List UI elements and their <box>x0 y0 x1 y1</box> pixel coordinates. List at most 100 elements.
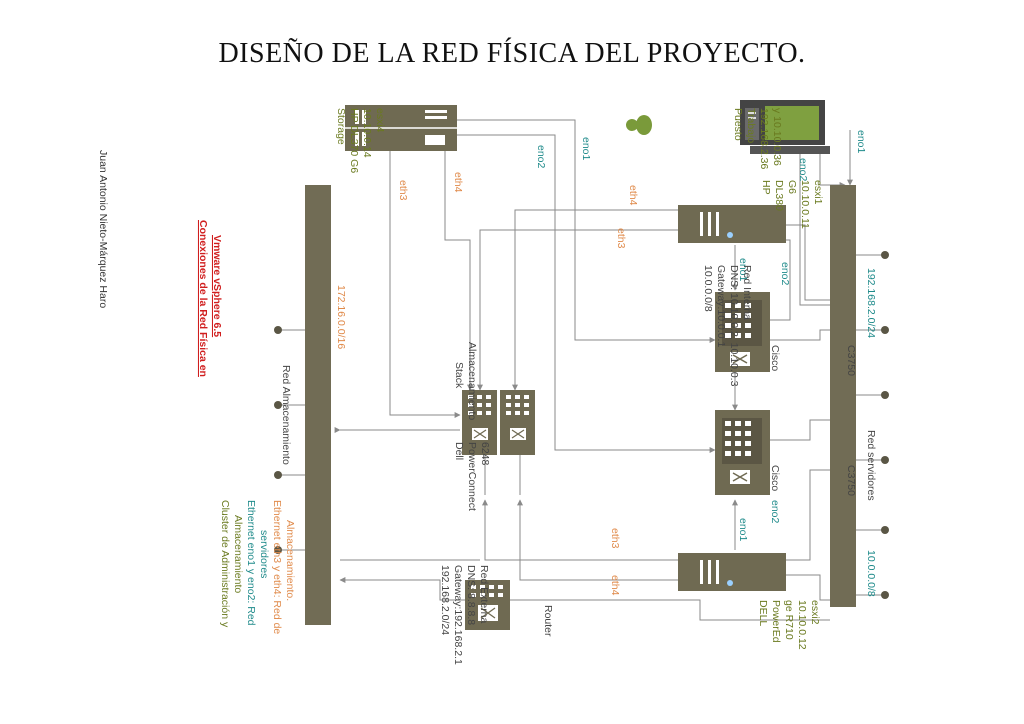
workstation-icon <box>740 100 830 154</box>
workstation-ip2-text: y 10.10.0.36 <box>771 108 783 166</box>
storage-label: Storage HP DL370 G6 10.10.0.14 esxi4 <box>335 108 386 173</box>
dell-storage-text: Almacenamiento <box>466 342 478 420</box>
legend-title-line1: Conexiones de la Red Física en <box>197 220 209 377</box>
server1-model-text: DL380 <box>773 180 785 211</box>
bus-connector-icon <box>274 326 282 334</box>
server-bus-net1-label: 192.168.2.0/24 <box>865 268 877 338</box>
server1-eth3-label: eth3 <box>615 228 627 249</box>
storage-eno2-label: eno2 <box>535 145 547 169</box>
cisco-switch2-icon <box>715 410 770 495</box>
server1-icon <box>678 205 786 243</box>
dell-switch-b-icon <box>500 390 535 455</box>
workstation-label: Puesto Trabajo 192.168.2.36 y 10.10.0.36 <box>732 108 783 169</box>
server2-label: DELL PowerEd ge R710 10.10.0.12 esxi2 <box>757 600 821 650</box>
workstation-eno2-label: eno2 <box>797 158 809 182</box>
legend-item1-line1: Cluster de Administración y <box>219 500 231 628</box>
legend-item2-line1: Ethernet eno1 y eno2: Red <box>245 500 257 626</box>
server-bus-name-label: Red servidores <box>865 430 877 501</box>
bus-connector-icon <box>881 526 889 534</box>
server2-ip-text: 10.10.0.12 <box>796 600 808 650</box>
server2-icon <box>678 553 786 591</box>
cisco1-label: Cisco C3750 <box>769 345 857 376</box>
workstation-ip1-text: 192.168.2.36 <box>758 108 770 169</box>
server1-brand-text: HP <box>760 180 772 195</box>
cisco-switch1-icon <box>715 292 770 372</box>
legend-items: Cluster de Administración y Almacenamien… <box>219 500 296 634</box>
router-ext-text: Red Externa <box>478 565 490 624</box>
server-network-bus <box>830 185 889 607</box>
server-bus-net2-label: 10.0.0.0/8 <box>865 550 877 597</box>
cisco2-brand-text: Cisco <box>769 465 781 491</box>
page-title: DISEÑO DE LA RED FÍSICA DEL PROYECTO. <box>218 38 806 69</box>
storage-bus-net-label: 172.16.0.0/16 <box>335 285 347 349</box>
cisco2-model-text: C3750 <box>845 465 857 496</box>
bus-connector-icon <box>881 326 889 334</box>
dell-switch-a-icon <box>462 390 497 455</box>
author-text: Juan Antonio Nieto-Márquez Haro <box>97 150 109 308</box>
bus-connector-icon <box>881 391 889 399</box>
bus-connector-icon <box>274 546 282 554</box>
server1-label: HP DL380 G6 10.10.0.11 esxi1 <box>760 180 824 229</box>
bus-connector-icon <box>274 471 282 479</box>
server1-eth4-label: eth4 <box>627 185 639 206</box>
server2-eno2-label: eno2 <box>769 500 781 524</box>
dell-stack-text: Stack <box>453 362 465 389</box>
storage-network-bus <box>274 185 331 625</box>
dell-switch-model-label: Dell PowerConnect 6248 <box>453 442 491 511</box>
legend-title: Conexiones de la Red Física en Vmware vS… <box>197 220 223 377</box>
storage-server-icon <box>345 105 457 151</box>
legend-item3-line2: Almacenamiento. <box>284 520 296 601</box>
server2-brand-text: DELL <box>757 600 769 626</box>
dell-switch-label: Stack Almacenamiento <box>453 342 478 420</box>
bus-connector-icon <box>881 591 889 599</box>
legend-item3-line1: Ethernet eth3 y eth4: Red de <box>271 500 283 634</box>
internal-net-range-text: 10.0.0.0/8 <box>702 265 714 312</box>
router-dns-text: DNS: 8.8.8.8 <box>465 565 477 625</box>
storage-ip-text: 10.10.0.14 <box>361 108 373 158</box>
server1-gen-text: G6 <box>786 180 798 194</box>
router-gateway-text: Gateway:192.168.2.1 <box>452 565 464 665</box>
dell-model-text: 6248 <box>479 442 491 466</box>
internal-net-gateway-text: Gateway:10.0.0.1 <box>715 265 727 347</box>
server2-eth3-label: eth3 <box>609 528 621 549</box>
storage-eno1-label: eno1 <box>580 137 592 161</box>
storage-bus-name-label: Red Almacenamiento <box>280 365 292 465</box>
server2-eth4-label: eth4 <box>609 575 621 596</box>
workstation-eno1-label: eno1 <box>855 130 867 154</box>
server2-host-text: esxi2 <box>809 600 821 625</box>
cisco1-model-text: C3750 <box>845 345 857 376</box>
storage-eth3-label: eth3 <box>397 180 409 201</box>
legend-item2-line2: servidores <box>258 530 270 578</box>
server1-eno2-label: eno2 <box>779 262 791 286</box>
server2-model2-text: ge R710 <box>783 600 795 640</box>
bus-connector-icon <box>274 401 282 409</box>
workstation-name-text: Puesto <box>732 108 744 141</box>
router-name-text: Router <box>542 605 554 637</box>
server1-eno1-label: eno1 <box>737 258 749 282</box>
bus-connector-icon <box>881 456 889 464</box>
dell-product-text: PowerConnect <box>466 442 478 511</box>
internal-net-name-text: Red Interna <box>741 265 753 320</box>
internal-net-label: 10.0.0.0/8 Gateway:10.0.0.1 DNS: 10.10.0… <box>702 265 753 387</box>
storage-host-text: esxi4 <box>374 108 386 133</box>
user-icon <box>626 115 652 135</box>
bus-connector-icon <box>881 251 889 259</box>
cisco2-label: Cisco C3750 <box>769 465 857 496</box>
server1-ip-text: 10.10.0.11 <box>799 180 811 229</box>
legend-item1-line2: Almacenamiento <box>232 515 244 593</box>
internal-net-dns-text: DNS: 10.10.0.2, 10.10.0.3 <box>728 265 740 387</box>
storage-eth4-label: eth4 <box>452 172 464 193</box>
server1-host-text: esxi1 <box>812 180 824 205</box>
storage-model-text: HP DL370 G6 <box>348 108 360 173</box>
server2-eno1-label: eno1 <box>737 518 749 542</box>
workstation-name2-text: Trabajo <box>745 108 757 143</box>
legend-title-line2: Vmware vSphere 6.5 <box>211 235 223 337</box>
router-net-text: 192.168.2.0/24 <box>439 565 451 635</box>
storage-name-text: Storage <box>335 108 347 145</box>
connection-lines <box>278 119 885 621</box>
cisco1-brand-text: Cisco <box>769 345 781 371</box>
router-label: 192.168.2.0/24 Gateway:192.168.2.1 DNS: … <box>439 565 490 665</box>
server2-model-text: PowerEd <box>770 600 782 643</box>
